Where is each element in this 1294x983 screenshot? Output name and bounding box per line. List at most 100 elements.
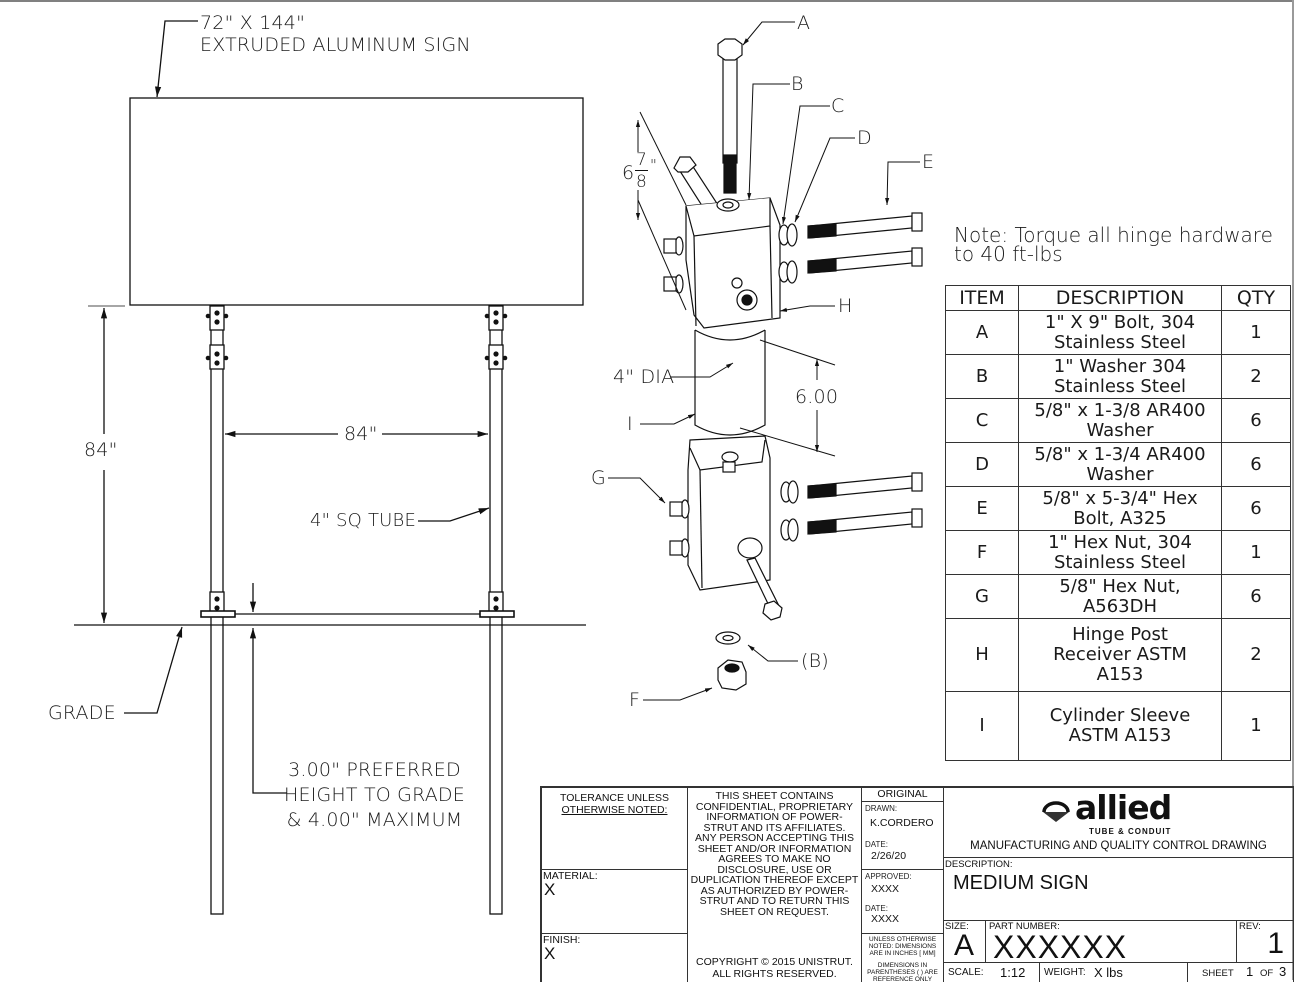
- bom-header-description: DESCRIPTION: [1018, 285, 1222, 311]
- sheet-total: 3: [1279, 964, 1287, 979]
- callout-g: G: [591, 467, 606, 489]
- bom-description-line: 1" Washer 304: [1053, 355, 1187, 377]
- callout-line: 3.00" PREFERRED: [288, 759, 461, 781]
- size-cell: SIZE: A: [944, 921, 986, 963]
- cylinder-sleeve-i: [694, 330, 766, 436]
- sign-elevation-view: [74, 20, 586, 915]
- callout-line: HEIGHT TO GRADE: [284, 784, 465, 806]
- rev-value: 1: [1267, 927, 1284, 960]
- bom-description: 5/8" Hex Nut,A563DH: [1018, 574, 1222, 619]
- weight-cell: WEIGHT: X lbs: [1040, 963, 1188, 982]
- weight-label: WEIGHT:: [1044, 967, 1086, 978]
- date-label: DATE:: [865, 840, 888, 849]
- logo-cell: allied TUBE & CONDUIT MANUFACTURING AND …: [944, 788, 1294, 858]
- bom-item: C: [945, 398, 1019, 443]
- bom-qty: 1: [1221, 691, 1291, 761]
- bom-description-line: ASTM A153: [1068, 725, 1172, 746]
- weight-value: X lbs: [1094, 965, 1123, 980]
- bom-header-item: ITEM: [945, 285, 1019, 311]
- copyright-text: COPYRIGHT © 2015 UNISTRUT.: [696, 956, 853, 968]
- bom-qty: 1: [1221, 530, 1291, 575]
- confidential-line: STRUT AND ITS AFFILIATES.: [703, 821, 846, 834]
- bom-qty: 2: [1221, 354, 1291, 399]
- sheet-border-right: [1292, 0, 1294, 980]
- confidential-line: THIS SHEET CONTAINS: [715, 790, 834, 802]
- finish-label: FINISH:: [543, 934, 581, 946]
- units-note-line: NOTED: DIMENSIONS: [868, 943, 937, 950]
- bom-item: B: [945, 354, 1019, 399]
- units-note-line: ARE IN INCHES [ MM]: [869, 950, 936, 957]
- confidential-line: DUPLICATION THEREOF EXCEPT: [690, 874, 859, 886]
- material-label: MATERIAL:: [543, 870, 598, 882]
- sign-callout: 72" X 144" EXTRUDED ALUMINUM SIGN: [200, 12, 471, 56]
- sheet-label: SHEET: [1202, 968, 1234, 979]
- callout-b-ref: (B): [801, 650, 829, 672]
- bolt-e-upper: [807, 212, 923, 274]
- size-label: SIZE:: [945, 921, 969, 932]
- bom-description-line: Hinge Post: [1072, 624, 1168, 645]
- post-span-dimension: 84": [344, 423, 378, 445]
- confidential-line: SHEET AND/OR INFORMATION: [697, 842, 852, 855]
- bom-qty: 6: [1221, 574, 1291, 619]
- allied-logo-wordmark: allied: [1075, 788, 1172, 827]
- callout-e: E: [922, 151, 935, 173]
- callout-f: F: [629, 689, 641, 711]
- finish-cell: FINISH: X: [542, 934, 688, 982]
- sheet-border-top: [0, 0, 1294, 2]
- bom-item: E: [945, 486, 1019, 531]
- callout-d: D: [857, 127, 872, 149]
- confidential-line: AS AUTHORIZED BY POWER-: [700, 884, 849, 897]
- tolerance-line: TOLERANCE UNLESS: [560, 792, 669, 804]
- bom-description-line: Washer: [1086, 419, 1154, 441]
- bom-description-line: A153: [1096, 664, 1144, 685]
- bom-qty: 6: [1221, 398, 1291, 443]
- bom-description-line: 5/8" x 1-3/4 AR400: [1034, 443, 1206, 465]
- sign-material-text: EXTRUDED ALUMINUM SIGN: [200, 34, 471, 56]
- bom-header-row: ITEM DESCRIPTION QTY: [945, 285, 1291, 311]
- bom-description-line: 5/8" x 1-3/8 AR400: [1034, 399, 1206, 421]
- bom-item: A: [945, 310, 1019, 355]
- units-note-cell: UNLESS OTHERWISE NOTED: DIMENSIONS ARE I…: [862, 934, 944, 983]
- confidential-line: INFORMATION OF POWER-: [706, 811, 843, 823]
- callout-a: A: [797, 12, 811, 34]
- description-label: DESCRIPTION:: [945, 859, 1013, 870]
- dim-unit: ": [650, 156, 657, 174]
- callout-c: C: [831, 95, 845, 117]
- bom-description-line: Stainless Steel: [1053, 551, 1187, 573]
- bom-description-line: 5/8" x 5-3/4" Hex: [1042, 487, 1198, 509]
- torque-note: Note: Torque all hinge hardware to 40 ft…: [954, 225, 1273, 264]
- confidential-line: ANY PERSON ACCEPTING THIS: [695, 832, 854, 844]
- scale-label: SCALE:: [948, 967, 984, 978]
- allied-logo-subtitle: TUBE & CONDUIT: [1089, 827, 1172, 836]
- sign-leader: [154, 20, 198, 98]
- drawn-cell: DRAWN: K.CORDERO DATE: 2/26/20: [862, 802, 944, 870]
- material-value: X: [544, 880, 556, 899]
- of-label: OF: [1260, 968, 1274, 979]
- bom-description-line: Receiver ASTM: [1053, 644, 1187, 665]
- drawn-by-value: K.CORDERO: [870, 817, 934, 829]
- allied-logo-icon: [1042, 801, 1070, 822]
- bom-item: H: [945, 618, 1019, 692]
- tube-callout: 4" SQ TUBE: [310, 510, 417, 531]
- drawing-kind: MANUFACTURING AND QUALITY CONTROL DRAWIN…: [970, 840, 1267, 852]
- ref-note-line: PARENTHESES ( ) ARE: [867, 969, 938, 976]
- scale-cell: SCALE: 1:12: [944, 963, 1040, 982]
- bom-qty: 6: [1221, 486, 1291, 531]
- approved-cell: APPROVED: XXXX DATE: XXXX: [862, 870, 944, 934]
- confidential-line: STRUT AND TO RETURN THIS: [699, 895, 850, 907]
- part-number-cell: PART NUMBER: XXXXXX: [986, 921, 1237, 965]
